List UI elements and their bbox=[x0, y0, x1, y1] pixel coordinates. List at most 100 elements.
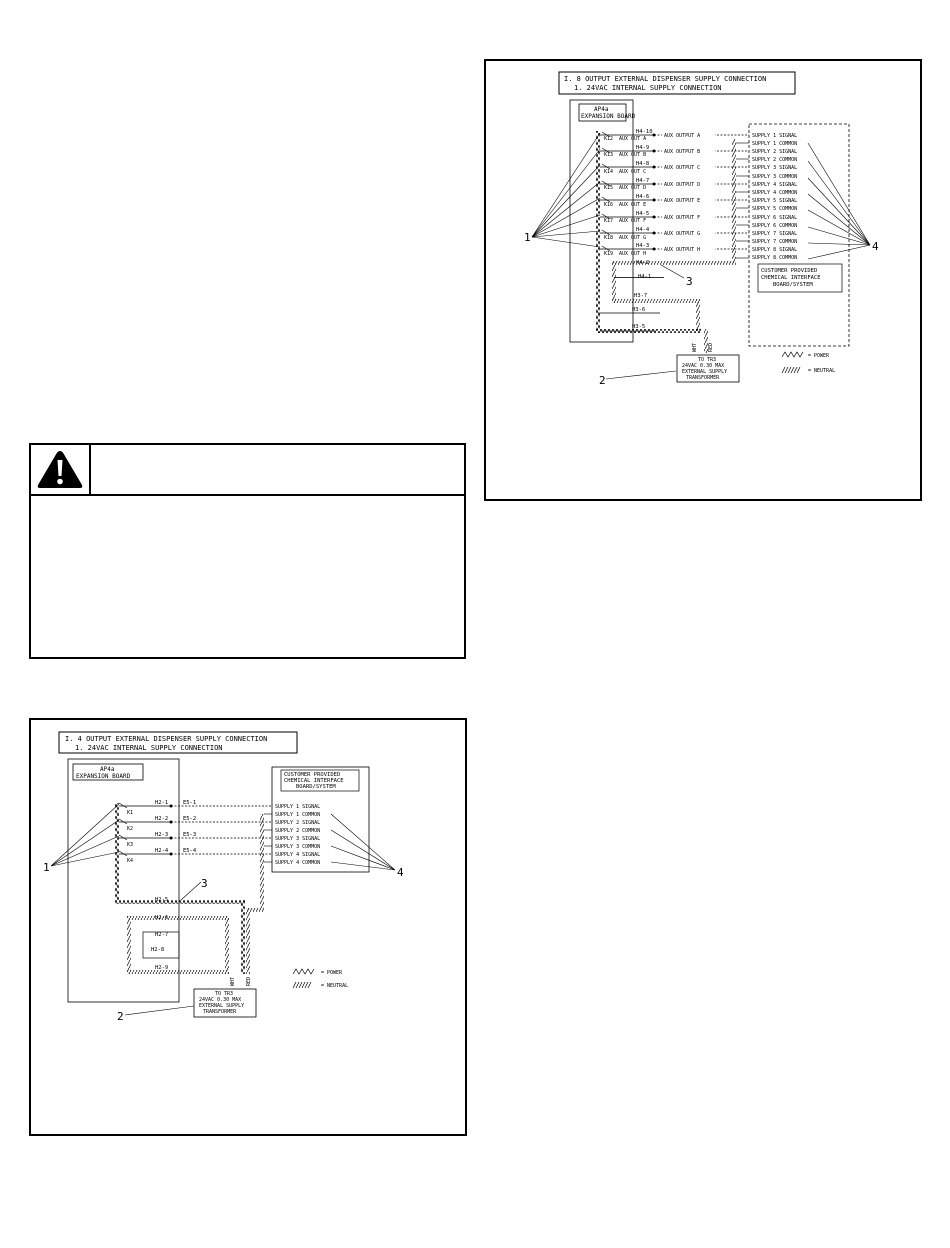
fig4-lower-h-label: H2-8 bbox=[151, 947, 164, 953]
fig8-supply-label: SUPPLY 7 SIGNAL bbox=[752, 231, 797, 237]
fig8-supply-label: SUPPLY 6 SIGNAL bbox=[752, 215, 797, 221]
fig4-customer-line3: BOARD/SYSTEM bbox=[296, 784, 336, 790]
fig4-h2-label: H2-2 bbox=[155, 816, 168, 822]
fig4-supply-label: SUPPLY 3 COMMON bbox=[275, 844, 320, 850]
fig4-e5-label: E5-2 bbox=[183, 816, 196, 822]
fig4-title-line1: I. 4 OUTPUT EXTERNAL DISPENSER SUPPLY CO… bbox=[65, 735, 267, 743]
fig8-callout-3: 3 bbox=[686, 275, 693, 288]
fig4-supply-list: SUPPLY 1 SIGNAL SUPPLY 1 COMMON SUPPLY 2… bbox=[275, 804, 320, 866]
fig8-title-line1: I. 8 OUTPUT EXTERNAL DISPENSER SUPPLY CO… bbox=[564, 75, 766, 83]
fig8-supply-label: SUPPLY 3 COMMON bbox=[752, 174, 797, 180]
fig8-callout-1: 1 bbox=[524, 231, 531, 244]
fig8-supply-label: SUPPLY 8 SIGNAL bbox=[752, 247, 797, 253]
fig8-customer-line3: BOARD/SYSTEM bbox=[773, 282, 813, 288]
fig4-relay-label: K3 bbox=[127, 842, 133, 848]
fig4-supply-label: SUPPLY 4 SIGNAL bbox=[275, 852, 320, 858]
fig4-supply-label: SUPPLY 1 SIGNAL bbox=[275, 804, 320, 810]
fig4-h2-label: H2-3 bbox=[155, 832, 168, 838]
fig8-lower-h-label: H4-1 bbox=[638, 274, 651, 280]
warning-icon-cell bbox=[31, 445, 91, 494]
fig4-customer-line2: CHEMICAL INTERFACE bbox=[284, 778, 344, 784]
fig4-wire-label-red: RED bbox=[246, 977, 252, 986]
fig8-relay-label: K15 bbox=[604, 185, 613, 191]
fig4-lower-h-label: H2-9 bbox=[155, 965, 168, 971]
fig8-relay-label: K12 bbox=[604, 136, 613, 142]
fig8-supply-label: SUPPLY 4 SIGNAL bbox=[752, 182, 797, 188]
fig8-wire-label-wht: WHT bbox=[692, 343, 698, 352]
fig8-aux-output-label: AUX OUTPUT D bbox=[664, 182, 700, 188]
figure-8-output-wiring: I. 8 OUTPUT EXTERNAL DISPENSER SUPPLY CO… bbox=[484, 59, 922, 501]
wiring-diagram-8-output: I. 8 OUTPUT EXTERNAL DISPENSER SUPPLY CO… bbox=[524, 71, 879, 387]
fig4-legend-power: = POWER bbox=[321, 970, 343, 976]
fig8-supply-label: SUPPLY 6 COMMON bbox=[752, 223, 797, 229]
fig4-e5-label: E5-1 bbox=[183, 800, 196, 806]
fig8-supply-label: SUPPLY 8 COMMON bbox=[752, 255, 797, 261]
fig4-lower-h-label: H2-7 bbox=[155, 932, 168, 938]
fig8-aux-output-label: AUX OUTPUT E bbox=[664, 198, 700, 204]
fig8-aux-board-label: AUX OUT C bbox=[619, 169, 646, 175]
fig8-relay-label: K16 bbox=[604, 202, 613, 208]
fig8-aux-board-label: AUX OUT B bbox=[619, 152, 646, 158]
fig8-supply-label: SUPPLY 1 COMMON bbox=[752, 141, 797, 147]
fig4-callout-2: 2 bbox=[117, 1010, 124, 1023]
figure-4-output-wiring: I. 4 OUTPUT EXTERNAL DISPENSER SUPPLY CO… bbox=[29, 718, 467, 1136]
fig8-supply-label: SUPPLY 7 COMMON bbox=[752, 239, 797, 245]
fig8-aux-board-label: AUX OUT F bbox=[619, 218, 646, 224]
fig8-relay-label: K14 bbox=[604, 169, 613, 175]
fig8-legend-neutral: = NEUTRAL bbox=[808, 368, 835, 374]
wiring-diagram-4-output: I. 4 OUTPUT EXTERNAL DISPENSER SUPPLY CO… bbox=[43, 731, 404, 1023]
fig4-transformer-line3: EXTERNAL SUPPLY bbox=[199, 1003, 244, 1009]
fig8-transformer-line2: 24VAC 0.30 MAX bbox=[682, 363, 724, 369]
fig8-lower-h-label: H3-7 bbox=[634, 293, 647, 299]
warning-box bbox=[29, 443, 466, 659]
fig8-supply-label: SUPPLY 5 COMMON bbox=[752, 206, 797, 212]
fig4-relay-label: K1 bbox=[127, 810, 133, 816]
fig4-callout-4: 4 bbox=[397, 866, 404, 879]
fig8-h4-label: H4-10 bbox=[636, 129, 653, 135]
fig4-callout-1: 1 bbox=[43, 861, 50, 874]
fig8-supply-label: SUPPLY 5 SIGNAL bbox=[752, 198, 797, 204]
fig4-h2-label: H2-1 bbox=[155, 800, 168, 806]
fig8-relay-label: K17 bbox=[604, 218, 613, 224]
fig8-board-line1: AP4a bbox=[594, 106, 609, 113]
fig4-e5-label: E5-4 bbox=[183, 848, 197, 854]
fig8-aux-board-label: AUX OUT A bbox=[619, 136, 646, 142]
fig4-transformer-line1: TO TR3 bbox=[215, 991, 233, 997]
fig8-transformer-line4: TRANSFORMER bbox=[686, 375, 720, 381]
fig4-relay-label: K2 bbox=[127, 826, 133, 832]
fig8-supply-label: SUPPLY 1 SIGNAL bbox=[752, 133, 797, 139]
fig4-supply-label: SUPPLY 4 COMMON bbox=[275, 860, 320, 866]
fig8-supply-label: SUPPLY 2 SIGNAL bbox=[752, 149, 797, 155]
fig8-relay-label: K13 bbox=[604, 152, 613, 158]
fig8-board-line2: EXPANSION BOARD bbox=[581, 113, 636, 120]
fig4-transformer-line2: 24VAC 0.30 MAX bbox=[199, 997, 241, 1003]
fig4-board-line1: AP4a bbox=[100, 766, 115, 773]
fig8-callout-4: 4 bbox=[872, 240, 879, 253]
fig8-transformer-line1: TO TR3 bbox=[698, 357, 716, 363]
fig8-supply-label: SUPPLY 2 COMMON bbox=[752, 157, 797, 163]
warning-header bbox=[31, 445, 464, 496]
warning-triangle-icon bbox=[37, 451, 83, 488]
fig8-callout-2: 2 bbox=[599, 374, 606, 387]
fig8-title-line2: 1. 24VAC INTERNAL SUPPLY CONNECTION bbox=[574, 84, 722, 92]
fig8-h4-label: H4-8 bbox=[636, 161, 649, 167]
fig4-callout-3: 3 bbox=[201, 877, 208, 890]
fig4-board-line2: EXPANSION BOARD bbox=[76, 773, 131, 780]
fig8-customer-line1: CUSTOMER PROVIDED bbox=[761, 268, 817, 274]
fig8-aux-output-label: AUX OUTPUT H bbox=[664, 247, 700, 253]
fig8-supply-label: SUPPLY 3 SIGNAL bbox=[752, 165, 797, 171]
fig8-aux-board-label: AUX OUT E bbox=[619, 202, 646, 208]
fig4-supply-label: SUPPLY 2 SIGNAL bbox=[275, 820, 320, 826]
fig8-relay-label: K19 bbox=[604, 251, 613, 257]
fig8-aux-board-label: AUX OUT H bbox=[619, 251, 646, 257]
fig4-transformer-line4: TRANSFORMER bbox=[203, 1009, 237, 1015]
fig4-relay-label: K4 bbox=[127, 858, 133, 864]
fig8-wire-label-red: RED bbox=[708, 343, 714, 352]
fig8-h4-label: H4-9 bbox=[636, 145, 649, 151]
fig4-legend-neutral: = NEUTRAL bbox=[321, 983, 348, 989]
fig8-h4-label: H4-6 bbox=[636, 194, 649, 200]
fig8-transformer-line3: EXTERNAL SUPPLY bbox=[682, 369, 727, 375]
fig8-lower-h-label: H3-5 bbox=[632, 324, 645, 330]
fig4-supply-label: SUPPLY 2 COMMON bbox=[275, 828, 320, 834]
fig8-aux-output-label: AUX OUTPUT A bbox=[664, 133, 700, 139]
